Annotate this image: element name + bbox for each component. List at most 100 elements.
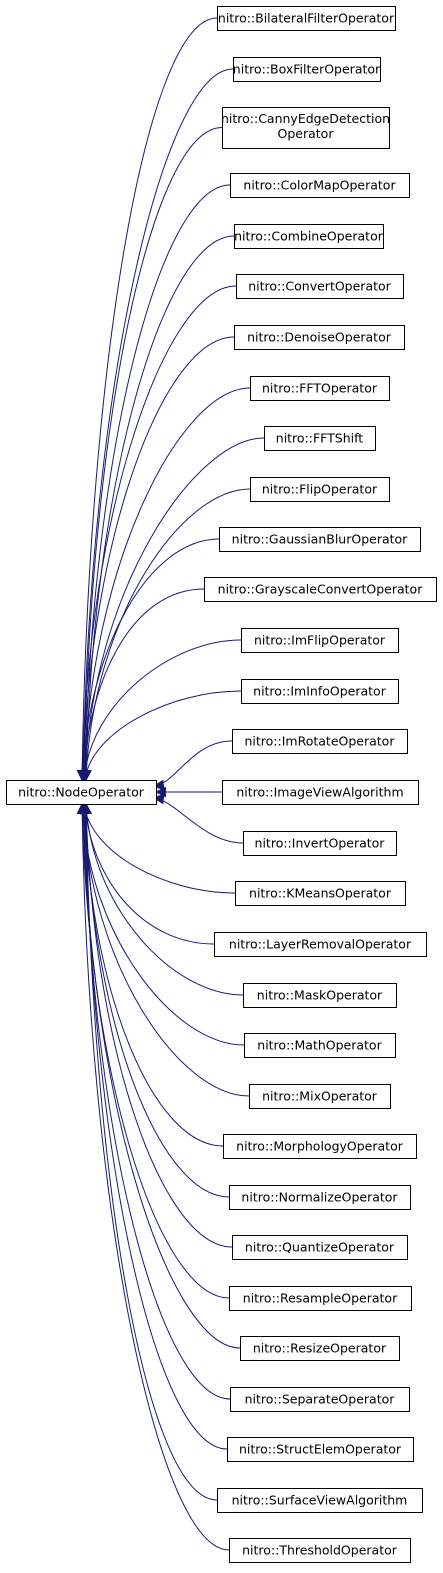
derived-class-node[interactable]: nitro::MathOperator — [244, 1033, 396, 1058]
node-box — [241, 628, 399, 653]
node-box — [250, 376, 390, 401]
node-label: nitro::ImInfoOperator — [253, 684, 387, 699]
inheritance-edge — [152, 793, 244, 844]
node-box — [223, 1134, 417, 1159]
node-label: nitro::StructElemOperator — [239, 1442, 402, 1457]
derived-class-node[interactable]: nitro::BoxFilterOperator — [233, 57, 381, 82]
node-box — [243, 983, 397, 1008]
base-class-node[interactable]: nitro::NodeOperator — [6, 780, 157, 805]
node-label-line: Operator — [278, 126, 335, 141]
inheritance-edge — [76, 538, 220, 782]
node-box — [232, 729, 408, 754]
derived-class-node[interactable]: nitro::ImFlipOperator — [241, 628, 399, 653]
node-label: nitro::ConvertOperator — [248, 279, 391, 294]
node-box — [204, 577, 437, 602]
node-box — [229, 1286, 412, 1311]
node-box — [230, 1387, 410, 1412]
node-box — [227, 1437, 414, 1462]
node-label: nitro::ImRotateOperator — [245, 734, 396, 749]
node-label: nitro::FlipOperator — [262, 482, 378, 497]
derived-class-node[interactable]: nitro::ResampleOperator — [229, 1286, 412, 1311]
node-label: nitro::SurfaceViewAlgorithm — [232, 1493, 408, 1508]
derived-class-node[interactable]: nitro::ImRotateOperator — [232, 729, 408, 754]
derived-class-node[interactable]: nitro::MaskOperator — [243, 983, 397, 1008]
node-box — [229, 1185, 411, 1210]
derived-class-node[interactable]: nitro::SeparateOperator — [230, 1387, 410, 1412]
inheritance-edge — [152, 740, 233, 791]
node-box — [236, 274, 404, 299]
node-label: nitro::InvertOperator — [255, 836, 386, 851]
inheritance-edge — [77, 802, 250, 1097]
node-box — [229, 1538, 411, 1563]
node-box — [232, 1235, 408, 1260]
inheritance-edge — [80, 235, 235, 782]
inheritance-edge — [78, 802, 231, 1400]
node-label: nitro::GaussianBlurOperator — [232, 532, 409, 547]
inheritance-edge — [76, 285, 237, 782]
inheritance-edge — [79, 802, 228, 1450]
derived-class-node[interactable]: nitro::ResizeOperator — [240, 1336, 400, 1361]
node-label: nitro::KMeansOperator — [249, 886, 392, 901]
derived-class-node[interactable]: nitro::InvertOperator — [243, 831, 397, 856]
node-box — [240, 1336, 400, 1361]
node-box — [264, 426, 376, 451]
node-box — [222, 107, 390, 149]
derived-class-node[interactable]: nitro::MixOperator — [249, 1084, 391, 1109]
inheritance-edge — [80, 488, 251, 782]
node-label: nitro::MaskOperator — [257, 988, 383, 1003]
node-label: nitro::ColorMapOperator — [243, 178, 396, 193]
derived-class-node[interactable]: nitro::QuantizeOperator — [232, 1235, 408, 1260]
node-label: nitro::NodeOperator — [18, 785, 145, 800]
node-label: nitro::LayerRemovalOperator — [229, 937, 412, 952]
inheritance-edge — [79, 802, 236, 894]
node-label: nitro::GrayscaleConvertOperator — [218, 582, 424, 597]
derived-class-node[interactable]: nitro::FFTOperator — [250, 376, 390, 401]
node-label: nitro::ImFlipOperator — [254, 633, 386, 648]
derived-class-node[interactable]: nitro::DenoiseOperator — [234, 325, 405, 350]
inheritance-edges — [76, 17, 265, 1551]
node-label: nitro::FFTShift — [276, 431, 364, 446]
node-box — [235, 881, 406, 906]
node-box — [222, 780, 419, 805]
node-label: nitro::MathOperator — [257, 1038, 382, 1053]
derived-class-node[interactable]: nitro::MorphologyOperator — [223, 1134, 417, 1159]
derived-class-node[interactable]: nitro::GrayscaleConvertOperator — [204, 577, 437, 602]
inheritance-edge — [76, 802, 230, 1551]
node-label: nitro::MorphologyOperator — [236, 1139, 404, 1154]
node-label: nitro::DenoiseOperator — [247, 330, 392, 345]
node-label: nitro::ResizeOperator — [253, 1341, 387, 1356]
derived-class-node[interactable]: nitro::ThresholdOperator — [229, 1538, 411, 1563]
derived-class-node[interactable]: nitro::CombineOperator — [234, 224, 384, 249]
derived-class-node[interactable]: nitro::ConvertOperator — [236, 274, 404, 299]
node-label: nitro::CombineOperator — [234, 229, 384, 244]
node-label: nitro::ImageViewAlgorithm — [236, 785, 403, 800]
node-box — [219, 527, 421, 552]
derived-class-node[interactable]: nitro::ImageViewAlgorithm — [222, 780, 419, 805]
node-box — [6, 780, 157, 805]
node-box — [249, 1084, 391, 1109]
inheritance-edge — [79, 437, 265, 782]
node-box — [234, 224, 384, 249]
inheritance-edge — [79, 184, 231, 782]
derived-class-node[interactable]: nitro::LayerRemovalOperator — [214, 932, 427, 957]
node-box — [241, 679, 399, 704]
derived-class-node[interactable]: nitro::ColorMapOperator — [230, 173, 410, 198]
inheritance-edge — [80, 802, 218, 1501]
derived-class-node[interactable]: nitro::FFTShift — [264, 426, 376, 451]
derived-class-node[interactable]: nitro::KMeansOperator — [235, 881, 406, 906]
node-label: nitro::NormalizeOperator — [241, 1190, 398, 1205]
node-box — [244, 1033, 396, 1058]
inheritance-edge — [78, 387, 251, 782]
node-label: nitro::ResampleOperator — [243, 1291, 398, 1306]
inheritance-edge — [79, 802, 230, 1198]
derived-class-node[interactable]: nitro::BilateralFilterOperator — [217, 6, 396, 31]
derived-class-node[interactable]: nitro::FlipOperator — [250, 477, 390, 502]
derived-class-node[interactable]: nitro::ImInfoOperator — [241, 679, 399, 704]
derived-class-node[interactable]: nitro::SurfaceViewAlgorithm — [217, 1488, 423, 1513]
derived-class-node[interactable]: nitro::NormalizeOperator — [229, 1185, 411, 1210]
derived-class-node[interactable]: nitro::StructElemOperator — [227, 1437, 414, 1462]
class-nodes: nitro::NodeOperator nitro::BilateralFilte… — [6, 6, 437, 1563]
derived-class-node[interactable]: nitro::GaussianBlurOperator — [219, 527, 421, 552]
